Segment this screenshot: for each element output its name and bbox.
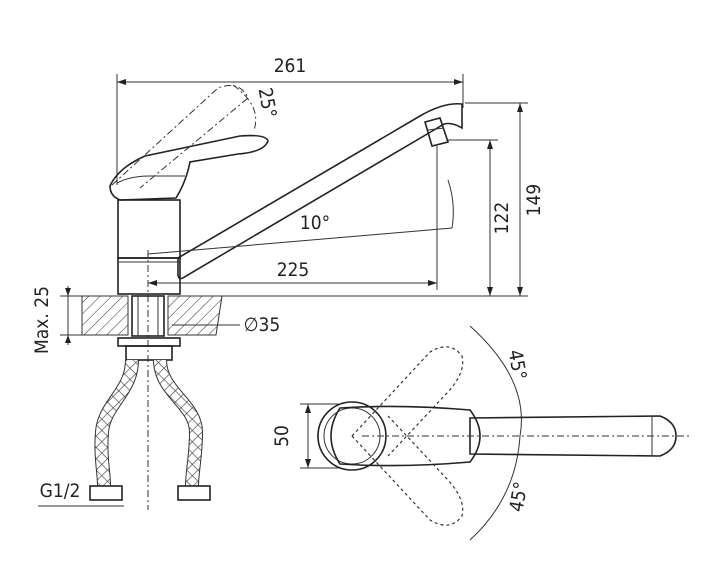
rotation-lower-label: 45° [506, 480, 533, 514]
max-thickness-label: Max. 25 [31, 286, 53, 354]
spout [177, 102, 463, 280]
overall-width-label: 261 [274, 55, 307, 77]
top-width-label: 50 [271, 425, 293, 447]
hole-diameter-label: ∅35 [244, 314, 281, 336]
dimension-top-width: 50 [271, 403, 340, 469]
rotation-upper-label: 45° [504, 348, 531, 382]
lever-handle [109, 134, 269, 201]
dimension-overall-width: 261 [116, 55, 464, 185]
dimension-spout-angle: 10° [147, 179, 454, 255]
dimension-outlet-height: 122 [448, 139, 513, 296]
side-view: 261 25° 10° [31, 55, 545, 510]
handle-top-view [330, 405, 481, 467]
countertop-section: Max. 25 [31, 286, 223, 354]
base-top-view [317, 401, 387, 471]
total-height-label: 149 [523, 184, 545, 217]
connection-label: G1/2 [40, 480, 81, 502]
faucet-body [117, 199, 181, 295]
spout-reach-label: 225 [277, 259, 310, 281]
handle-tilt-indicator: 25° [111, 84, 281, 189]
flexible-hoses [89, 359, 211, 501]
dimension-spout-reach: 225 [148, 146, 438, 290]
dimension-total-height: 149 [180, 102, 545, 297]
rotation-arc [469, 325, 522, 541]
top-view: 45° 45° 50 [271, 325, 690, 541]
spout-angle-label: 10° [300, 212, 330, 234]
spout-top-view [469, 415, 677, 457]
outlet-height-label: 122 [491, 202, 513, 235]
mounting-shank: ∅35 [117, 295, 281, 361]
connection-thread-callout: G1/2 [38, 480, 124, 507]
handle-angle-label: 25° [254, 86, 281, 120]
